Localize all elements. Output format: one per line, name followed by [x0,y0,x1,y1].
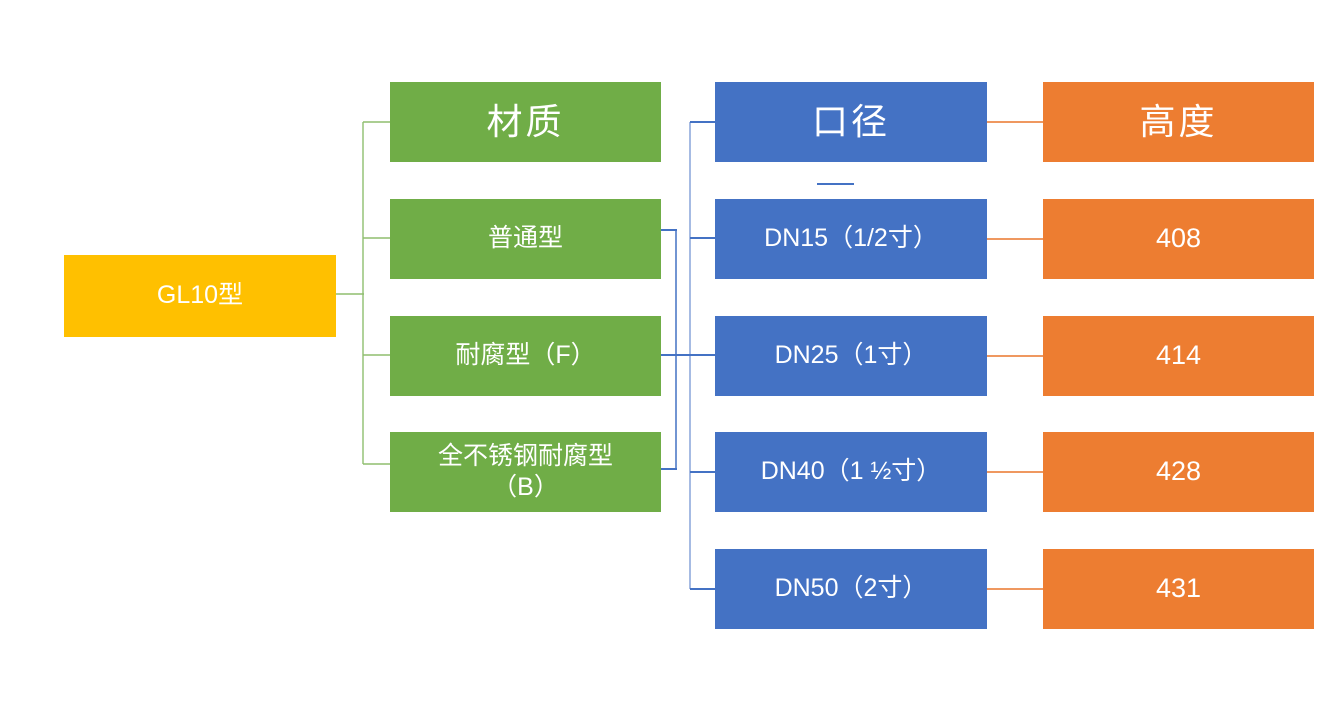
diameter-item-dn25: DN25（1寸） [715,316,987,396]
diameter-item-dn40: DN40（1 ½寸） [715,432,987,512]
root-node: GL10型 [64,255,336,337]
height-value-2: 414 [1043,316,1314,396]
height-value-3: 428 [1043,432,1314,512]
material-header: 材质 [390,82,661,162]
material-item-ordinary: 普通型 [390,199,661,279]
material-item-corrosion-resistant: 耐腐型（F） [390,316,661,396]
height-value-1: 408 [1043,199,1314,279]
height-value-4: 431 [1043,549,1314,629]
height-header: 高度 [1043,82,1314,162]
diameter-item-dn15: DN15（1/2寸） [715,199,987,279]
material-item-stainless: 全不锈钢耐腐型 （B） [390,432,661,512]
diameter-header: 口径 [715,82,987,162]
diameter-item-dn50: DN50（2寸） [715,549,987,629]
